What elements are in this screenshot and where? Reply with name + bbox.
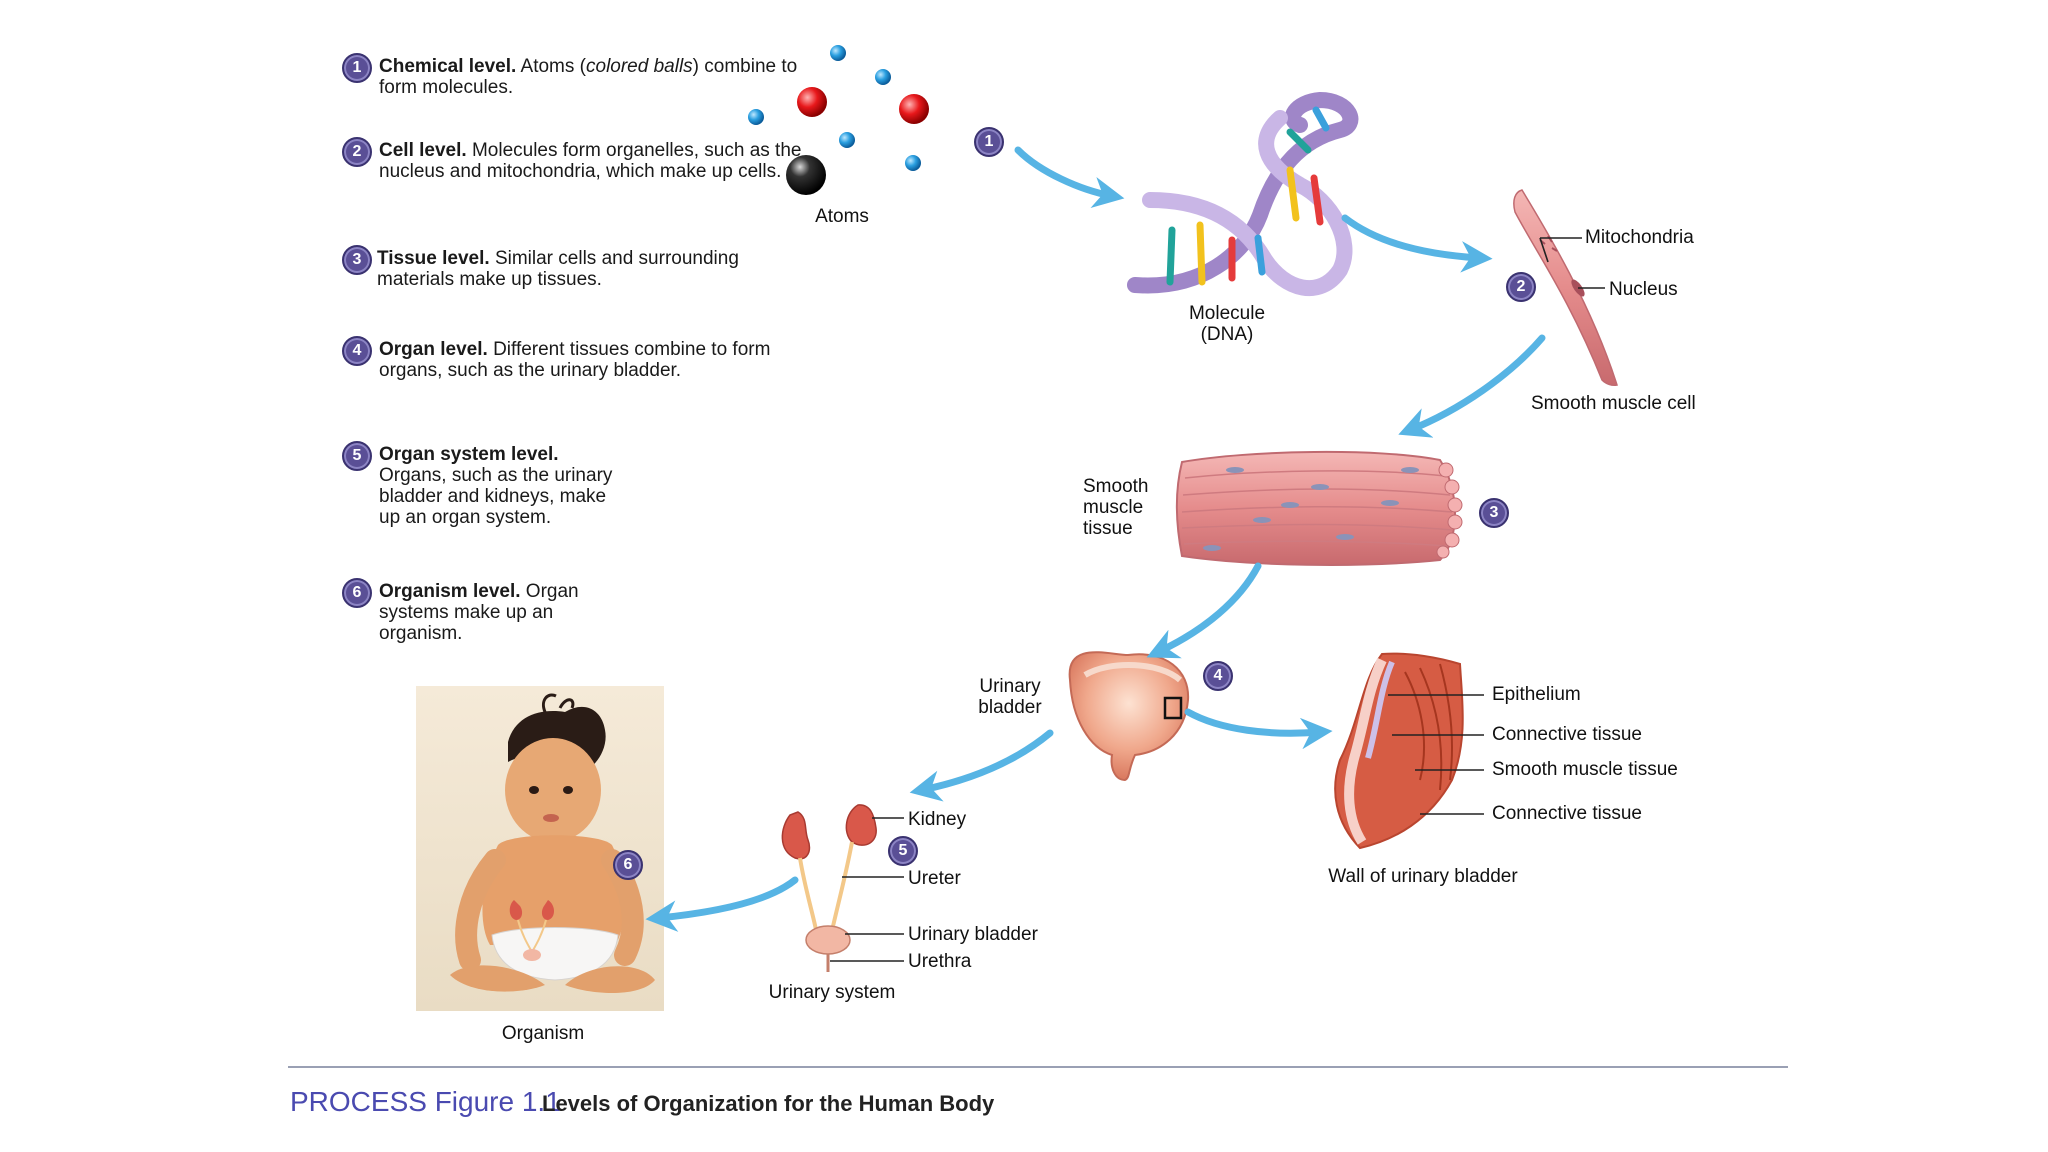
diagram-badge-2: 2 — [1506, 272, 1536, 302]
step-4-head: Organ level. — [379, 339, 488, 360]
arrow-2-3 — [1341, 214, 1493, 273]
diagram-badge-1: 1 — [974, 127, 1004, 157]
diagram-badge-6: 6 — [613, 850, 643, 880]
arrow-1-2 — [1014, 146, 1125, 208]
diagram-badge-4: 4 — [1203, 661, 1233, 691]
step-3-text: Tissue level. Similar cells and surround… — [377, 248, 817, 290]
diagram-badge-3: 3 — [1479, 498, 1509, 528]
step-4-text: Organ level. Different tissues combine t… — [379, 339, 819, 381]
caption-divider — [288, 1066, 1788, 1068]
label-urinary-bladder: Urinary bladder — [908, 924, 1038, 945]
step-badge-6: 6 — [342, 578, 372, 608]
step-1-tail-a: Atoms — [520, 56, 575, 77]
step-2-tail: Molecules form organelles, such as the n… — [379, 140, 802, 182]
label-kidney: Kidney — [908, 809, 967, 830]
organism-illustration — [416, 686, 664, 1011]
label-smooth-tissue-line3: tissue — [1083, 518, 1133, 539]
atom-black — [786, 155, 826, 195]
step-1-text: Chemical level. Atoms (colored balls) co… — [379, 56, 798, 98]
label-smooth-tissue-line1: Smooth — [1083, 476, 1149, 497]
caption-title: Levels of Organization for the Human Bod… — [542, 1091, 995, 1116]
process-arrows — [645, 146, 1546, 932]
label-bladder-line1: Urinary — [979, 676, 1041, 697]
label-connective-tissue-1: Connective tissue — [1492, 724, 1642, 745]
step-1-tail-b: combine to form molecules. — [379, 56, 798, 98]
label-molecule: Molecule (DNA) — [1172, 303, 1282, 345]
atom-blue — [830, 45, 846, 61]
label-wall-of-bladder: Wall of urinary bladder — [1328, 866, 1518, 887]
atom-red — [899, 94, 929, 124]
label-urinary-bladder-organ: Urinary bladder — [962, 676, 1058, 718]
urinary-system-illustration — [781, 804, 904, 972]
step-2-head: Cell level. — [379, 140, 467, 161]
step-badge-3: 3 — [342, 245, 372, 275]
atom-red — [797, 87, 827, 117]
step-5-head: Organ system level. — [379, 444, 559, 465]
step-4-tail: Different tissues combine to form organs… — [379, 339, 771, 381]
smooth-muscle-cell-illustration — [1513, 189, 1618, 386]
step-6-tail: Organ systems make up an organism. — [379, 581, 579, 644]
arrow-5-6 — [909, 729, 1054, 802]
step-3-head: Tissue level. — [377, 248, 490, 269]
step-6-head: Organism level. — [379, 581, 521, 602]
caption-tag: PROCESS Figure 1.1 — [290, 1086, 561, 1117]
label-organism: Organism — [501, 1023, 585, 1044]
step-3-tail: Similar cells and surrounding materials … — [377, 248, 739, 290]
label-epithelium: Epithelium — [1492, 684, 1581, 705]
smooth-muscle-tissue-illustration — [1175, 450, 1463, 566]
label-urethra: Urethra — [908, 951, 972, 972]
label-smooth-muscle-tissue: Smooth muscle tissue — [1083, 476, 1148, 539]
step-6-text: Organism level. Organ systems make up an… — [379, 581, 639, 644]
label-atoms: Atoms — [815, 206, 869, 227]
step-1-tail-em: colored balls — [586, 56, 693, 77]
label-nucleus: Nucleus — [1609, 279, 1678, 300]
step-badge-1: 1 — [342, 53, 372, 83]
atom-blue — [905, 155, 921, 171]
step-5-tail: Organs, such as the urinary bladder and … — [379, 465, 613, 528]
step-badge-4: 4 — [342, 336, 372, 366]
step-2-text: Cell level. Molecules form organelles, s… — [379, 140, 819, 182]
arrow-6-organism — [645, 876, 799, 932]
arrow-4-5 — [1146, 562, 1262, 659]
label-urinary-system: Urinary system — [768, 982, 896, 1003]
atom-blue — [839, 132, 855, 148]
bladder-wall-illustration — [1334, 652, 1484, 850]
atom-blue — [748, 109, 764, 125]
step-badge-2: 2 — [342, 137, 372, 167]
label-molecule-line2: (DNA) — [1200, 324, 1254, 345]
label-smooth-muscle-tissue-wall: Smooth muscle tissue — [1492, 759, 1678, 780]
atoms-illustration — [748, 45, 929, 195]
diagram-badge-5: 5 — [888, 836, 918, 866]
atom-blue — [875, 69, 891, 85]
dna-molecule-illustration — [1127, 91, 1359, 296]
label-molecule-line1: Molecule — [1188, 303, 1266, 324]
arrow-bladder-wall — [1184, 708, 1333, 750]
step-badge-5: 5 — [342, 441, 372, 471]
label-mitochondria: Mitochondria — [1585, 227, 1694, 248]
step-1-head: Chemical level. — [379, 56, 517, 77]
label-connective-tissue-2: Connective tissue — [1492, 803, 1642, 824]
label-ureter: Ureter — [908, 868, 961, 889]
label-smooth-muscle-cell: Smooth muscle cell — [1531, 393, 1696, 414]
urinary-bladder-illustration — [1068, 651, 1190, 782]
label-bladder-line2: bladder — [978, 697, 1042, 718]
step-5-text: Organ system level. Organs, such as the … — [379, 444, 619, 528]
label-smooth-tissue-line2: muscle — [1083, 497, 1144, 518]
arrow-3-4 — [1398, 334, 1546, 438]
